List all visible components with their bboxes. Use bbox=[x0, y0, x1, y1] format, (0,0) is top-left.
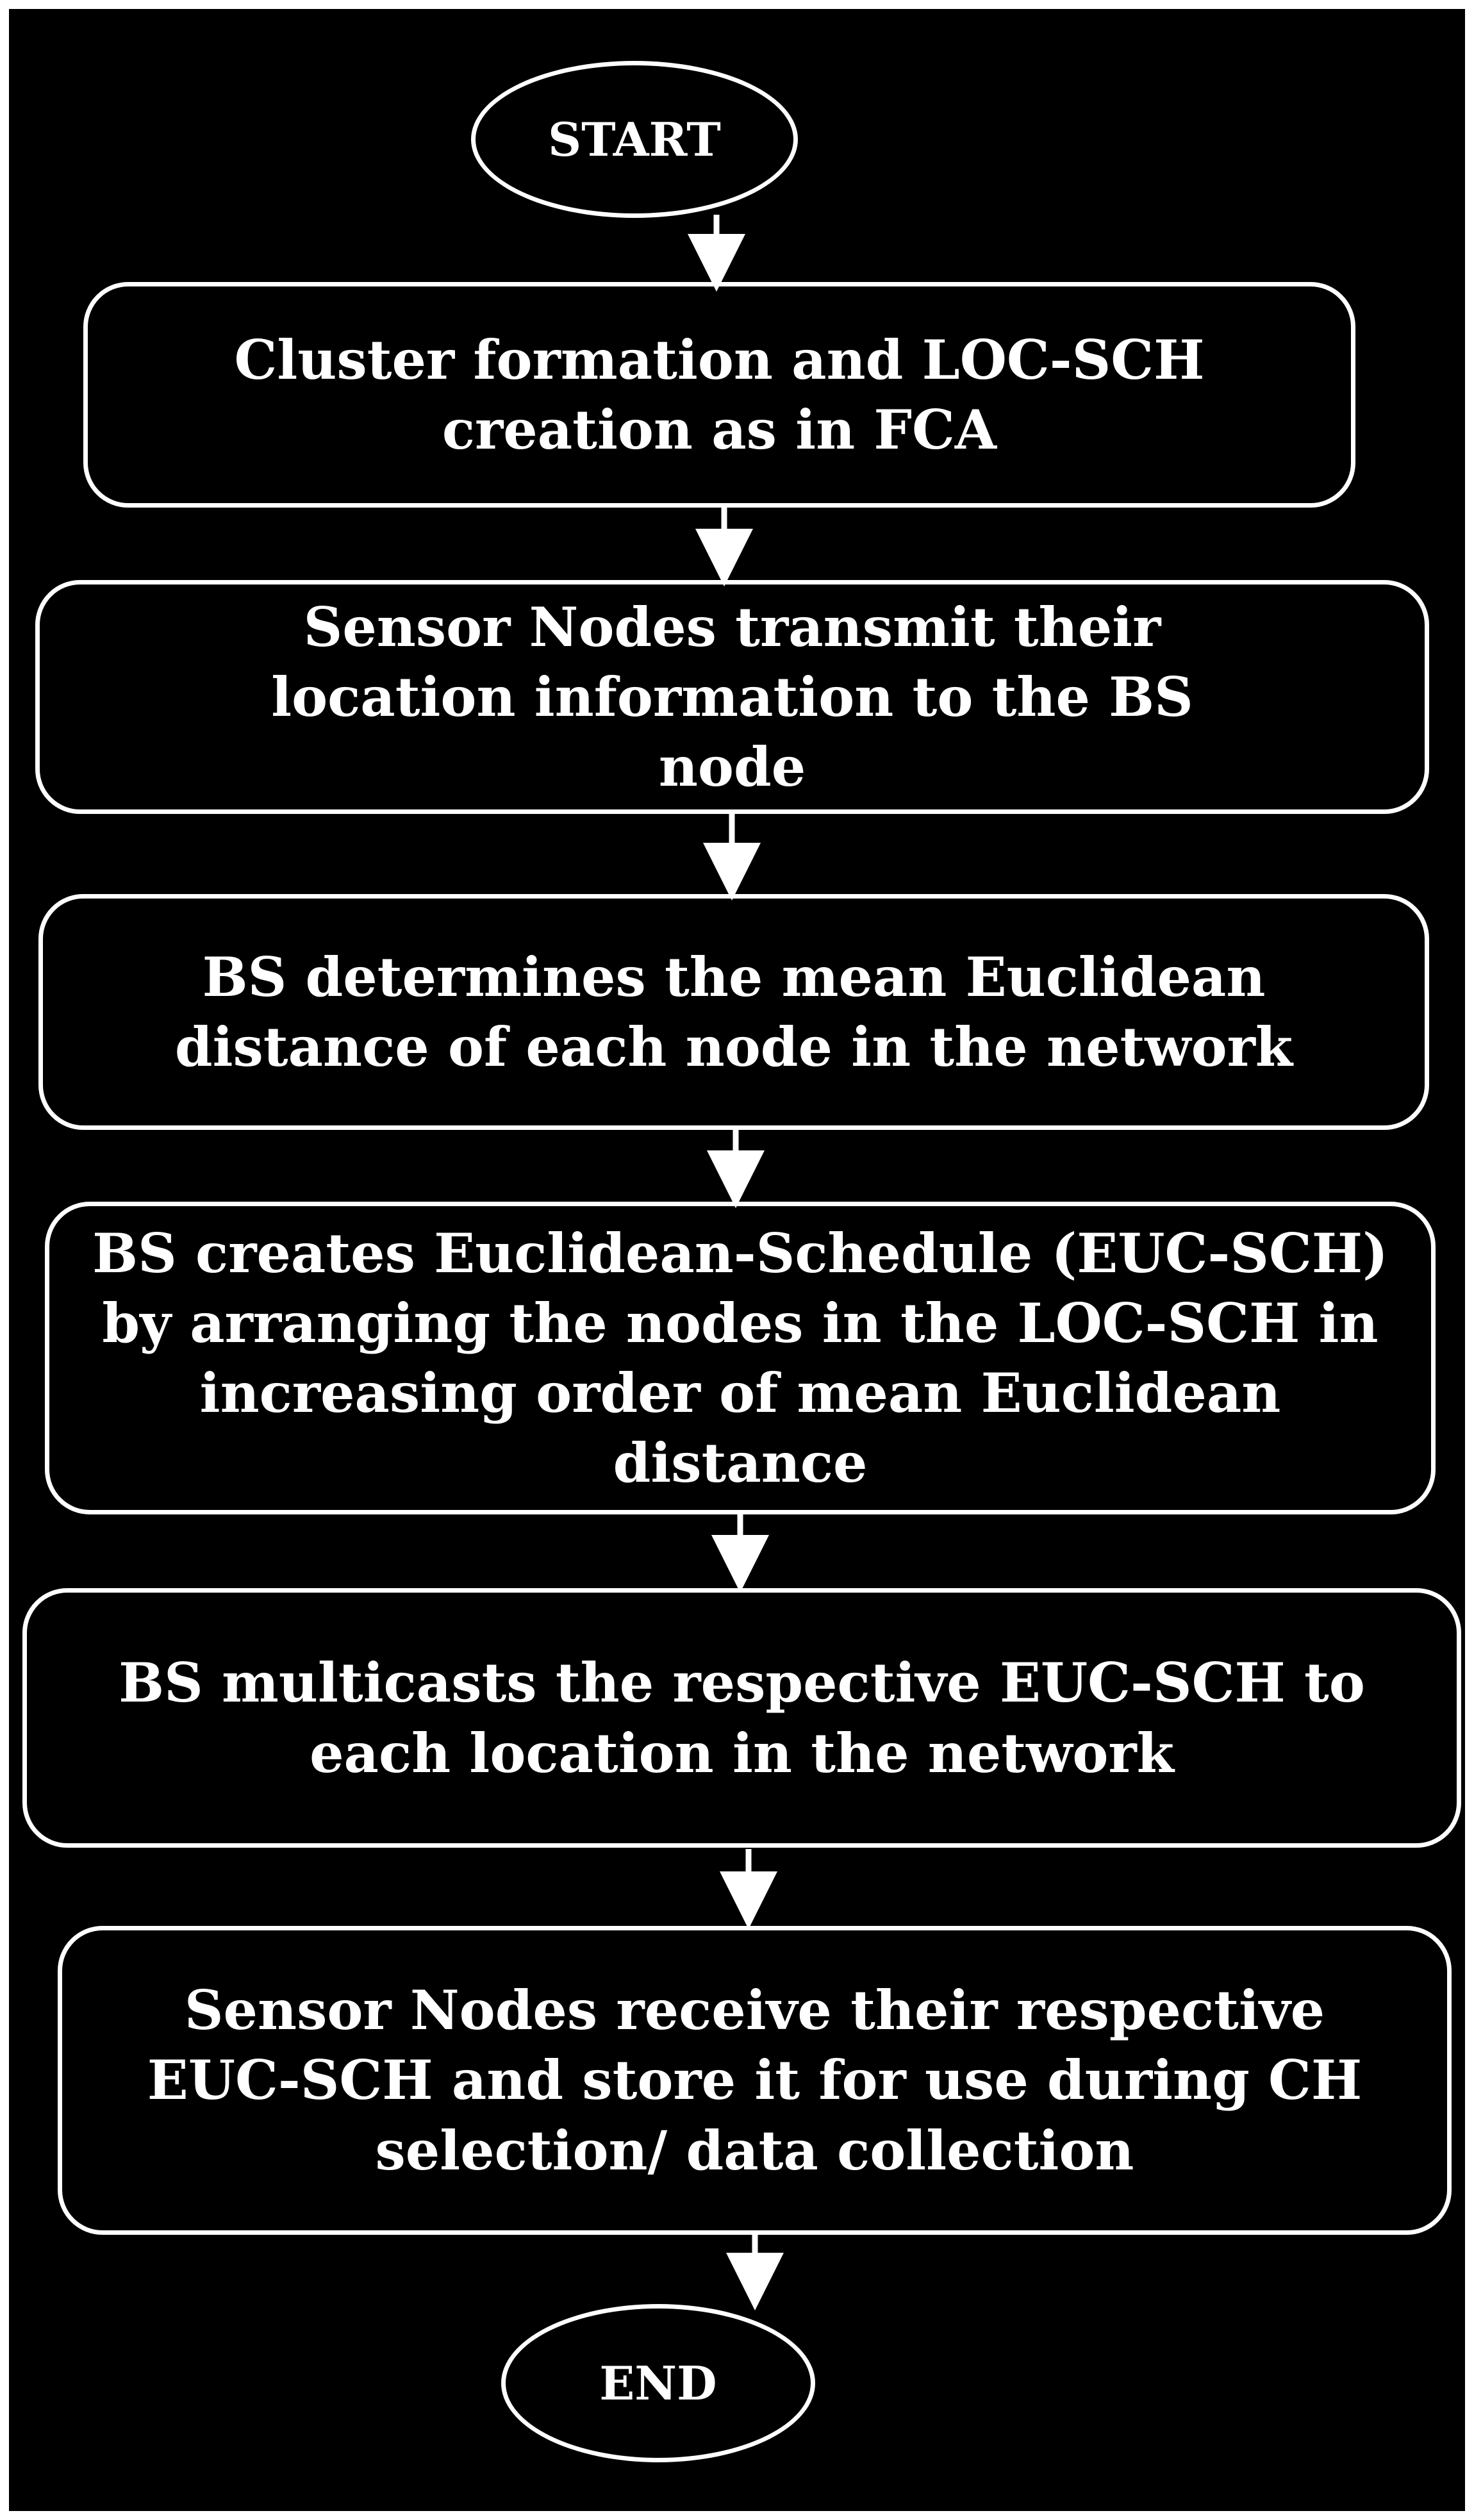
step-4-text: BS creates Euclidean-Schedule (EUC-SCH) … bbox=[92, 1221, 1388, 1495]
step-create-euc-sch: BS creates Euclidean-Schedule (EUC-SCH) … bbox=[45, 1202, 1436, 1514]
step-5-text: BS multicasts the respective EUC-SCH to … bbox=[119, 1651, 1365, 1785]
end-label: END bbox=[599, 2356, 717, 2410]
start-label: START bbox=[548, 112, 721, 167]
end-terminal: END bbox=[501, 2304, 815, 2462]
start-terminal: START bbox=[471, 61, 798, 218]
step-receive-euc-sch: Sensor Nodes receive their respective EU… bbox=[58, 1926, 1452, 2235]
step-cluster-formation: Cluster formation and LOC-SCH creation a… bbox=[83, 282, 1355, 508]
step-3-text: BS determines the mean Euclidean distanc… bbox=[174, 945, 1293, 1079]
step-1-text: Cluster formation and LOC-SCH creation a… bbox=[234, 327, 1205, 461]
step-mean-distance: BS determines the mean Euclidean distanc… bbox=[38, 894, 1429, 1130]
step-multicast-euc-sch: BS multicasts the respective EUC-SCH to … bbox=[22, 1588, 1461, 1848]
step-2-text: Sensor Nodes transmit their location inf… bbox=[271, 595, 1193, 799]
step-6-text: Sensor Nodes receive their respective EU… bbox=[147, 1978, 1362, 2182]
step-transmit-location: Sensor Nodes transmit their location inf… bbox=[35, 580, 1429, 814]
